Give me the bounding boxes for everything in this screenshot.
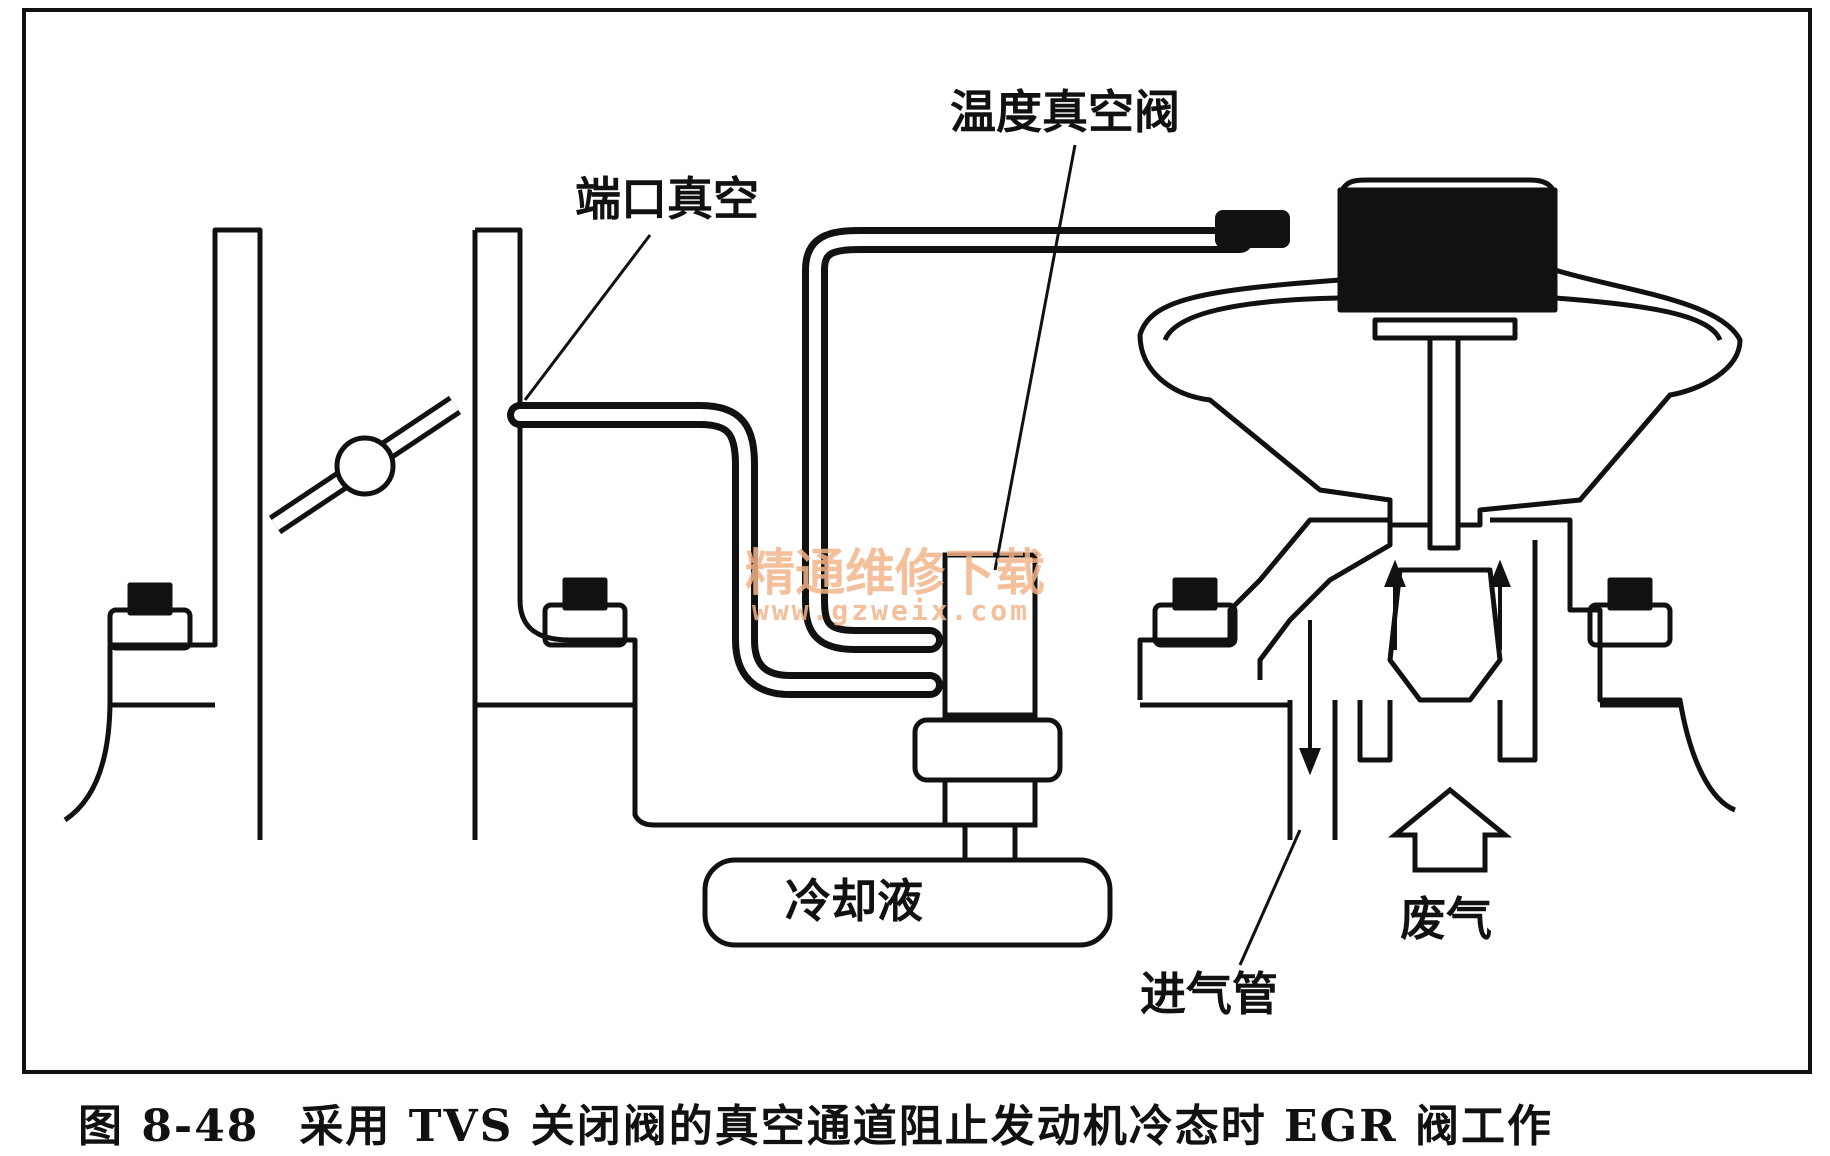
- throttle-plate: [268, 395, 462, 535]
- label-port-vacuum: 端口真空: [575, 172, 759, 226]
- label-coolant: 冷却液: [785, 874, 923, 928]
- exhaust-arrow: [1387, 786, 1513, 873]
- throttle-body: [63, 227, 968, 840]
- tvs-to-egr-hose: [802, 210, 1290, 653]
- watermark-url: www.gzweix.com: [752, 594, 1030, 627]
- caption-number: 图 8-48: [78, 1101, 260, 1152]
- label-exhaust: 废气: [1400, 892, 1492, 946]
- flow-arrows: [1299, 559, 1511, 776]
- temperature-vacuum-valve: [912, 552, 1063, 873]
- port-vacuum-hose: [507, 402, 943, 698]
- coolant-jacket: [702, 857, 1113, 948]
- egr-valve: [1137, 177, 1743, 840]
- diagram-frame: [22, 8, 1812, 1074]
- watermark-text: 精通维修下载: [745, 544, 1045, 602]
- leader-lines: [523, 144, 1302, 966]
- caption-text: 采用 TVS 关闭阀的真空通道阻止发动机冷态时 EGR 阀工作: [299, 1101, 1554, 1152]
- figure-caption: 图 8-48 采用 TVS 关闭阀的真空通道阻止发动机冷态时 EGR 阀工作: [78, 1090, 1778, 1152]
- label-tvs-valve: 温度真空阀: [950, 85, 1180, 139]
- label-intake: 进气管: [1140, 967, 1278, 1021]
